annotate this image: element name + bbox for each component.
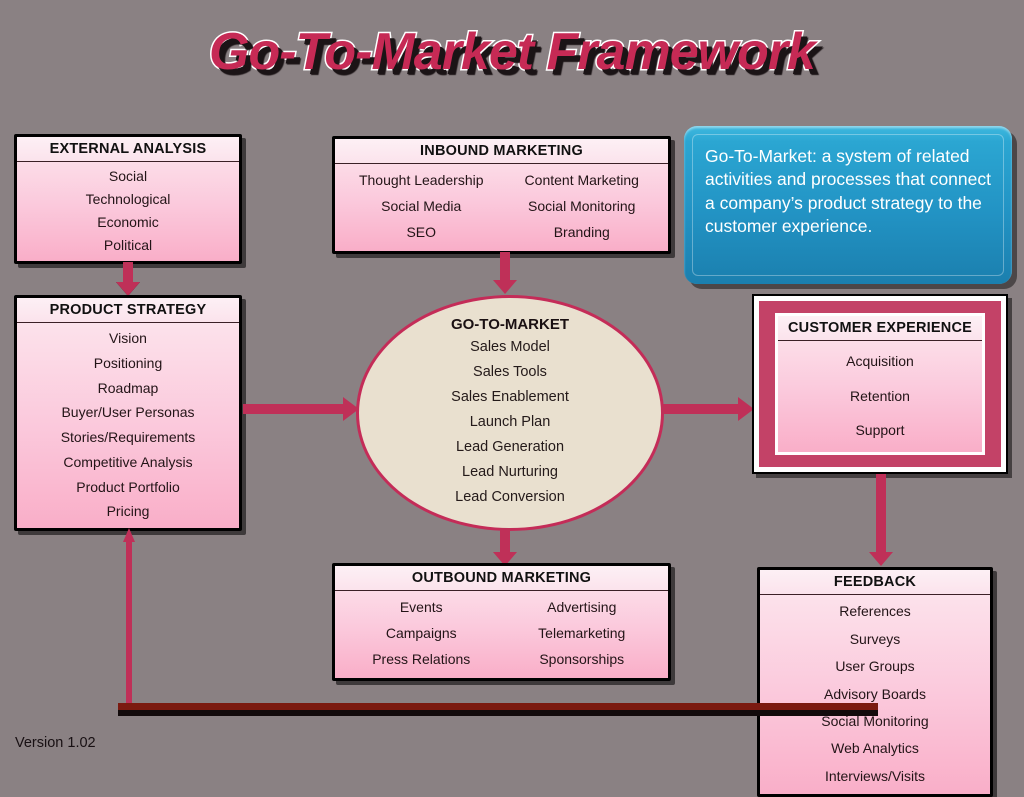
outbound-marketing-list: Events Advertising Campaigns Telemarketi… xyxy=(335,591,668,678)
list-item: Interviews/Visits xyxy=(824,767,926,784)
go-to-market-ellipse: GO-TO-MARKET Sales Model Sales Tools Sal… xyxy=(356,295,664,531)
customer-experience-heading: CUSTOMER EXPERIENCE xyxy=(778,316,982,341)
product-strategy-box: PRODUCT STRATEGY Vision Positioning Road… xyxy=(14,295,242,531)
list-item: Positioning xyxy=(93,354,163,371)
list-item: Competitive Analysis xyxy=(63,453,193,470)
external-analysis-heading: EXTERNAL ANALYSIS xyxy=(17,137,239,162)
feedback-list: References Surveys User Groups Advisory … xyxy=(760,595,990,794)
list-item: References xyxy=(839,603,911,620)
list-item: Sales Enablement xyxy=(451,389,569,406)
arrow-inbound-to-go-to-market xyxy=(490,252,520,296)
arrow-go-to-market-to-customer-experience xyxy=(662,396,756,422)
list-item: Web Analytics xyxy=(831,740,919,757)
definition-text: Go-To-Market: a system of related activi… xyxy=(692,134,1004,276)
list-item: Retention xyxy=(850,387,910,404)
list-item: Stories/Requirements xyxy=(60,429,196,446)
feedback-heading: FEEDBACK xyxy=(760,570,990,595)
list-item: Thought Leadership xyxy=(358,172,484,189)
list-item: Surveys xyxy=(849,630,901,647)
inbound-marketing-heading: INBOUND MARKETING xyxy=(335,139,668,164)
list-item: Launch Plan xyxy=(469,414,551,431)
feedback-box: FEEDBACK References Surveys User Groups … xyxy=(757,567,993,797)
list-item: Political xyxy=(103,237,153,254)
feedback-loop-line xyxy=(118,703,878,710)
page-title: Go-To-Market Framework xyxy=(208,22,818,83)
list-item: Press Relations xyxy=(372,650,471,667)
list-item: Social Monitoring xyxy=(528,198,636,215)
list-item: Branding xyxy=(553,223,610,240)
external-analysis-box: EXTERNAL ANALYSIS Social Technological E… xyxy=(14,134,242,264)
arrow-feedback-to-product-strategy xyxy=(122,528,136,708)
arrow-go-to-market-to-outbound xyxy=(490,528,520,568)
list-item: Sales Tools xyxy=(473,364,547,381)
customer-experience-box: CUSTOMER EXPERIENCE Acquisition Retentio… xyxy=(752,294,1008,474)
list-item: Buyer/User Personas xyxy=(61,404,195,421)
outbound-marketing-heading: OUTBOUND MARKETING xyxy=(335,566,668,591)
list-item: Telemarketing xyxy=(538,625,626,642)
go-to-market-heading: GO-TO-MARKET xyxy=(450,316,570,334)
list-item: User Groups xyxy=(835,658,915,675)
list-item: Advertising xyxy=(547,599,617,616)
arrow-external-analysis-to-product-strategy xyxy=(110,262,146,298)
list-item: Lead Conversion xyxy=(455,488,565,505)
list-item: Sponsorships xyxy=(539,650,625,667)
list-item: Social Monitoring xyxy=(821,713,929,730)
arrow-product-strategy-to-go-to-market xyxy=(243,396,361,422)
list-item: Lead Nurturing xyxy=(462,463,558,480)
product-strategy-heading: PRODUCT STRATEGY xyxy=(17,298,239,323)
list-item: Lead Generation xyxy=(455,438,565,455)
list-item: Social xyxy=(108,168,148,185)
list-item: Vision xyxy=(109,330,147,347)
list-item: Acquisition xyxy=(846,352,914,369)
list-item: Advisory Boards xyxy=(824,685,926,702)
list-item: Technological xyxy=(85,191,171,208)
version-label: Version 1.02 xyxy=(15,735,96,751)
inbound-marketing-box: INBOUND MARKETING Thought Leadership Con… xyxy=(332,136,671,254)
list-item: Roadmap xyxy=(97,379,159,396)
list-item: Pricing xyxy=(106,503,150,520)
customer-experience-list: Acquisition Retention Support xyxy=(778,341,982,452)
inbound-marketing-list: Thought Leadership Content Marketing Soc… xyxy=(335,164,668,251)
list-item: Events xyxy=(399,599,443,616)
outbound-marketing-box: OUTBOUND MARKETING Events Advertising Ca… xyxy=(332,563,671,681)
definition-callout: Go-To-Market: a system of related activi… xyxy=(684,126,1012,284)
external-analysis-list: Social Technological Economic Political xyxy=(17,162,239,261)
feedback-loop-line-shadow xyxy=(118,710,878,716)
list-item: Support xyxy=(855,422,905,439)
list-item: Economic xyxy=(97,214,159,231)
list-item: Product Portfolio xyxy=(76,478,180,495)
list-item: Sales Model xyxy=(470,339,550,356)
list-item: Content Marketing xyxy=(524,172,639,189)
arrow-customer-experience-to-feedback xyxy=(866,474,896,568)
list-item: SEO xyxy=(406,223,437,240)
list-item: Social Media xyxy=(381,198,462,215)
product-strategy-list: Vision Positioning Roadmap Buyer/User Pe… xyxy=(17,323,239,528)
list-item: Campaigns xyxy=(385,625,457,642)
